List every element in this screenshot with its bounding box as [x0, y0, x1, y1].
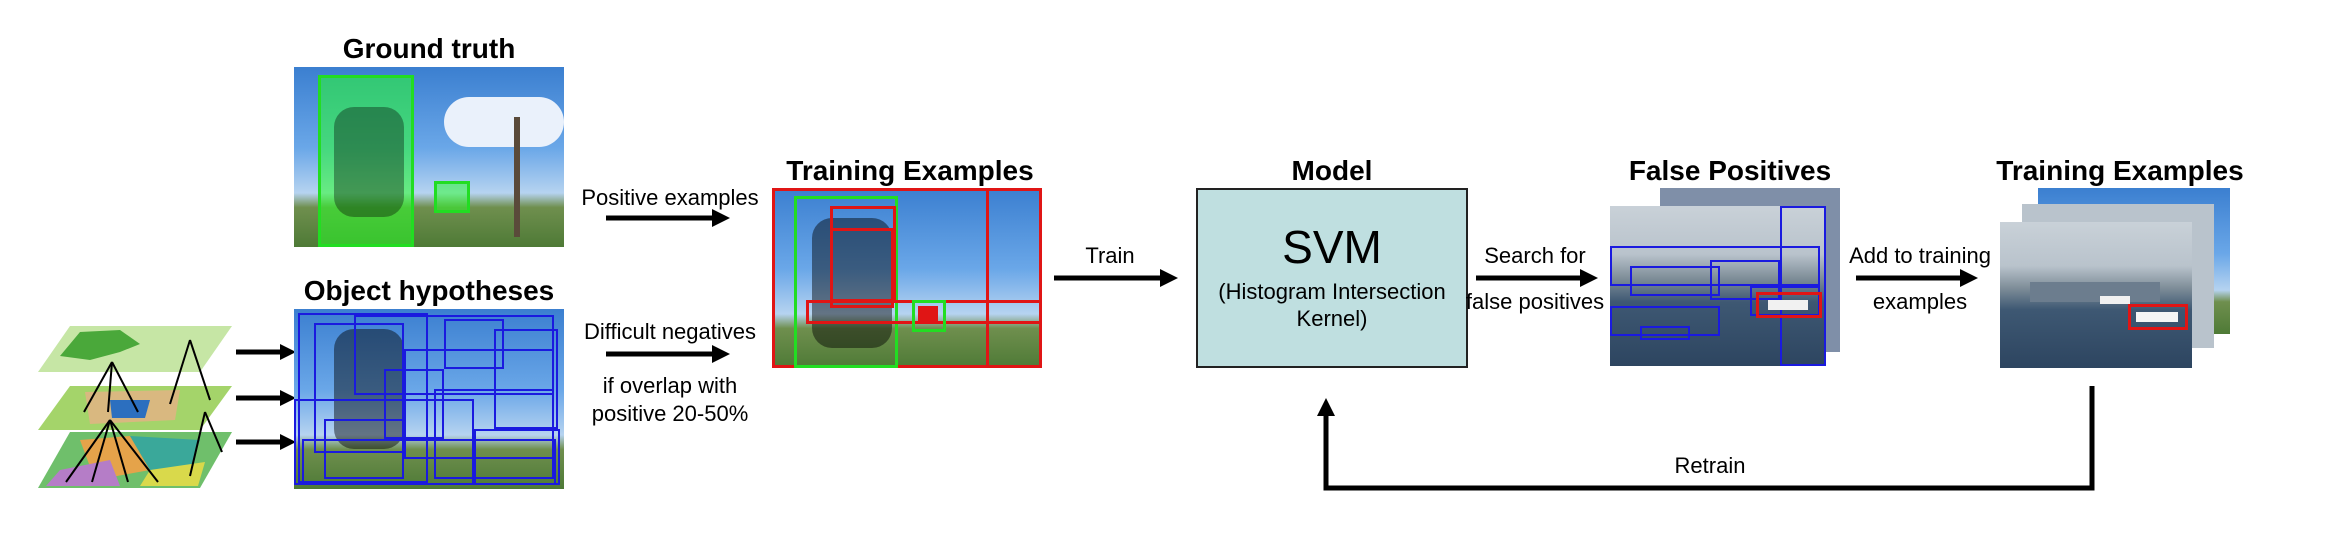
- search-label-line1: Search for: [1484, 243, 1586, 268]
- svm-label: SVM: [1282, 221, 1382, 273]
- training-examples-title: Training Examples: [786, 155, 1034, 186]
- hierarchy-lines: [65, 339, 223, 483]
- svm-model-box: SVM (Histogram Intersection Kernel): [1196, 188, 1468, 368]
- retrain-loop: [1323, 386, 2095, 491]
- small-cow-positive-box: [434, 181, 470, 213]
- retrain-label: Retrain: [1674, 453, 1746, 478]
- model-title: Model: [1291, 155, 1373, 186]
- training-examples-image: [772, 188, 1042, 368]
- segmentation-layer-top: [38, 326, 232, 372]
- arrows-to-training: [606, 209, 1978, 363]
- training-examples-title-2: Training Examples: [1996, 155, 2244, 186]
- training-examples-image-2: [2000, 222, 2192, 368]
- overlap-label-line1: if overlap with: [602, 373, 738, 398]
- train-label: Train: [1085, 243, 1135, 268]
- add-training-label-line1: Add to training: [1849, 243, 1991, 268]
- add-training-label-line2: examples: [1872, 289, 1968, 314]
- svm-detail-line2: Kernel): [1296, 306, 1368, 331]
- ground-truth-image: [294, 67, 564, 247]
- ground-truth-title: Ground truth: [342, 33, 516, 64]
- segmentation-layer-bottom: [38, 432, 232, 488]
- false-positives-image: [1610, 206, 1826, 366]
- overlap-label-line2: positive 20-50%: [591, 401, 749, 426]
- object-hypotheses-title: Object hypotheses: [303, 275, 555, 306]
- layer-arrows: [236, 344, 296, 450]
- svm-detail-line1: (Histogram Intersection: [1218, 279, 1446, 304]
- search-label-line2: false positives: [1465, 289, 1605, 314]
- positive-examples-label: Positive examples: [581, 185, 759, 210]
- difficult-negatives-label: Difficult negatives: [583, 319, 756, 344]
- object-hypotheses-image: [294, 309, 564, 489]
- retrain-arrowhead: [1317, 398, 1335, 416]
- false-positives-title: False Positives: [1628, 155, 1832, 186]
- segmentation-layer-middle: [38, 386, 232, 430]
- cow-positive-box: [318, 75, 414, 247]
